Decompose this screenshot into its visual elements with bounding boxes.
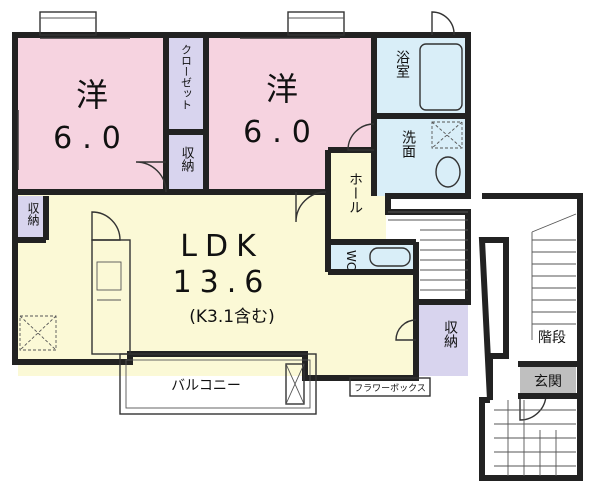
stair-tower-walls (478, 193, 583, 481)
ldk-fill-2 (328, 272, 416, 376)
storage-right-label: 収納 (442, 320, 458, 349)
door-storage-right (395, 319, 417, 341)
balcony (119, 353, 317, 415)
kitchen-counter (91, 239, 131, 355)
entrance-fill (520, 366, 576, 394)
storage-right-fill (416, 300, 468, 376)
washroom-label: 洗面 (400, 130, 416, 158)
stairs-tower (494, 213, 577, 476)
ldk-name: LDK (180, 229, 264, 264)
room-w2-size: 6.0 (243, 115, 321, 150)
stairs-main (388, 211, 468, 291)
washer-space (431, 121, 463, 149)
wc-label: WC (344, 250, 358, 270)
washroom-fill (374, 116, 468, 196)
stairs-label: 階段 (538, 330, 566, 346)
ldk-fill (18, 190, 328, 376)
toilet (369, 247, 411, 267)
flower-box-label: フラワーボックス (354, 383, 426, 394)
door-w1 (135, 161, 167, 193)
closet-fill (166, 38, 206, 132)
door-w2 (295, 191, 327, 223)
wc-fill (328, 242, 416, 272)
storage-left-fill (18, 196, 46, 240)
bathroom-label: 浴室 (394, 50, 410, 78)
wash-basin (435, 156, 461, 188)
storage-top-label: 収納 (179, 146, 195, 173)
room-w1-name: 洋 (76, 76, 108, 114)
hall-label: ホール (347, 172, 363, 214)
window-top-left (39, 11, 97, 36)
western-room-1-fill (18, 38, 166, 190)
room-w2-name: 洋 (266, 70, 298, 108)
bathroom-fill (374, 38, 468, 116)
entrance-label: 玄関 (534, 373, 562, 390)
flower-box (349, 377, 431, 397)
ldk-size: 13.6 (173, 265, 272, 300)
bath-window-arc (431, 11, 455, 36)
storage-top-fill (166, 132, 206, 190)
door-wash (347, 123, 375, 151)
kitchen-sink (96, 261, 122, 291)
balcony-label: バルコニー (171, 378, 241, 394)
bathtub (419, 43, 463, 111)
storage-left-label: 収納 (26, 202, 40, 226)
fridge-space (19, 315, 57, 351)
room-w1-size: 6.0 (53, 121, 131, 156)
window-top-mid (287, 11, 345, 36)
ldk-note: (K3.1含む) (189, 307, 274, 327)
balcony-unit (285, 363, 305, 405)
door-ldk (91, 211, 121, 241)
closet-label: クローゼット (180, 44, 193, 110)
